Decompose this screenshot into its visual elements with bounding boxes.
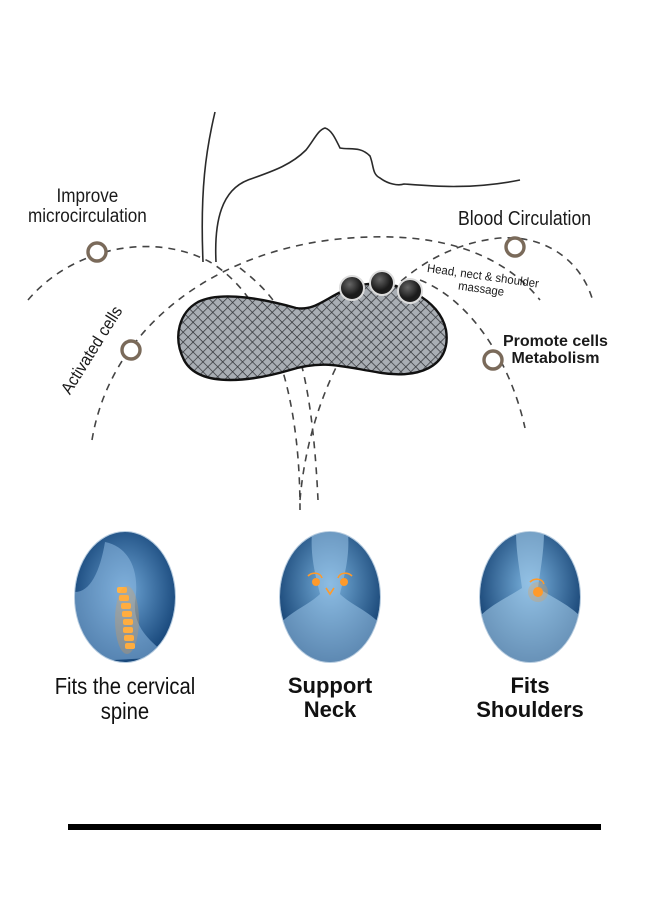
ring-marker — [504, 236, 526, 258]
ring-marker — [482, 349, 504, 371]
label-improve-microcirculation: Improve microcirculation — [28, 187, 147, 227]
caption-line: Support — [287, 673, 373, 698]
feature-caption: Fits Shoulders — [430, 673, 630, 723]
label-line: Improve — [56, 186, 119, 207]
neck-support-icon — [280, 532, 380, 662]
feature-caption: Fits the cervical spine — [37, 673, 213, 725]
pillow-body — [177, 282, 448, 382]
caption-line: Fits — [510, 673, 550, 698]
bottom-divider — [68, 824, 601, 830]
feature-support-neck: Support Neck — [230, 532, 430, 722]
pillow-diagram — [27, 111, 593, 511]
label-promote-cells-metabolism: Promote cells Metabolism — [503, 333, 608, 368]
head-profile-outline — [201, 111, 521, 263]
caption-line: Shoulders — [476, 697, 584, 723]
label-line: Promote cells — [503, 333, 608, 350]
label-line: microcirculation — [28, 205, 147, 227]
caption-line: Fits the cervical — [54, 673, 196, 699]
caption-line: Neck — [303, 697, 357, 723]
feature-cervical-spine: Fits the cervical spine — [25, 532, 225, 725]
shoulder-icon — [480, 532, 580, 662]
label-blood-circulation: Blood Circulation — [458, 208, 592, 230]
caption-line: spine — [100, 698, 150, 725]
feature-shoulders: Fits Shoulders — [430, 532, 630, 722]
ring-markers — [86, 236, 526, 371]
label-line: Metabolism — [511, 349, 600, 367]
massage-nodes — [339, 270, 423, 304]
feature-caption: Support Neck — [230, 673, 430, 723]
ring-marker — [86, 241, 108, 263]
spine-glow-icon — [75, 532, 175, 662]
ring-marker — [120, 339, 142, 361]
